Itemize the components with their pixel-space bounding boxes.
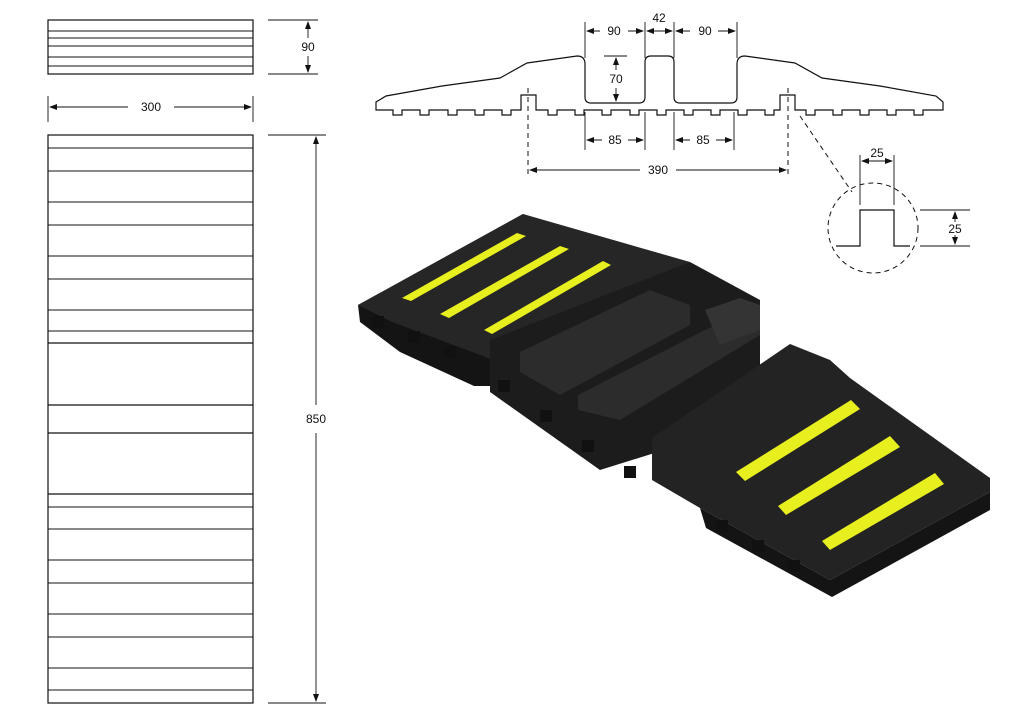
left-stripe-3	[484, 261, 611, 334]
detail-width-label: 25	[870, 146, 884, 160]
center-rib-right-top	[705, 298, 760, 345]
length-dimension: 850	[268, 134, 326, 704]
side-height-label: 90	[301, 40, 315, 54]
width-dimension: 300	[47, 96, 254, 122]
base-feet	[372, 316, 800, 572]
side-view	[47, 19, 254, 75]
plan-view	[47, 134, 254, 704]
overall-span-dimension: 390	[527, 88, 789, 178]
channel-depth-label: 70	[609, 72, 623, 86]
center-rib-right	[578, 305, 760, 420]
right-stripe-3	[822, 473, 944, 550]
channel-top-left-label: 90	[607, 24, 621, 38]
overall-span-label: 390	[648, 163, 668, 177]
channel-depth-dimension: 70	[604, 55, 627, 102]
right-stripe-2	[778, 436, 900, 515]
side-height-dimension: 90	[268, 19, 318, 75]
product-3d-render	[358, 214, 990, 597]
width-label: 300	[141, 100, 161, 114]
channel-bottom-left-label: 85	[608, 133, 622, 147]
left-stripe-2	[440, 246, 569, 318]
detail-height-label: 25	[948, 222, 962, 236]
center-rib-left	[520, 290, 690, 395]
left-ramp-top	[358, 214, 690, 370]
channel-top-dimensions: 90 42 90	[584, 11, 738, 58]
right-ramp-top	[652, 344, 990, 580]
channel-mid-label: 42	[652, 11, 666, 25]
detail-callout: 25 25	[799, 115, 970, 274]
left-stripe-1	[402, 233, 526, 301]
channel-bottom-right-label: 85	[696, 133, 710, 147]
channel-top-right-label: 90	[698, 24, 712, 38]
right-stripe-1	[736, 400, 860, 481]
left-ramp-front	[358, 305, 520, 386]
cross-section-profile	[375, 55, 944, 116]
length-label: 850	[306, 412, 326, 426]
channel-bottom-dimensions: 85 85	[584, 112, 735, 150]
